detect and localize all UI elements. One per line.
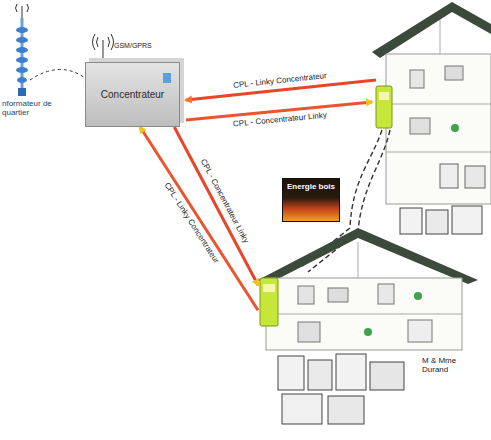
edge-label: CPL - Linky Concentrateur [162,182,220,266]
node-title: Energie bois [286,183,336,192]
house: M & Mme Durand [258,222,478,432]
node-title: Concentrateur [101,89,164,100]
link-wire [30,69,85,80]
house-drawing [258,222,478,432]
concentrator-box: Concentrateur [85,62,180,127]
cpl-arrow [186,80,376,120]
wood-energy-box: Energie bois [282,178,340,222]
sticker [163,73,171,83]
place-label: nformateur de quartier [2,100,64,118]
cpl-arrow [140,127,258,310]
network-label: GSM/GPRS [114,42,152,50]
meter-box [376,86,392,128]
antenna-icon [16,4,114,62]
owner-label: M & Mme Durand [422,356,474,374]
edge-label: CPL - Concentrateur Linky [198,158,250,245]
house-drawing [372,2,491,234]
transformer-pole [16,18,28,96]
